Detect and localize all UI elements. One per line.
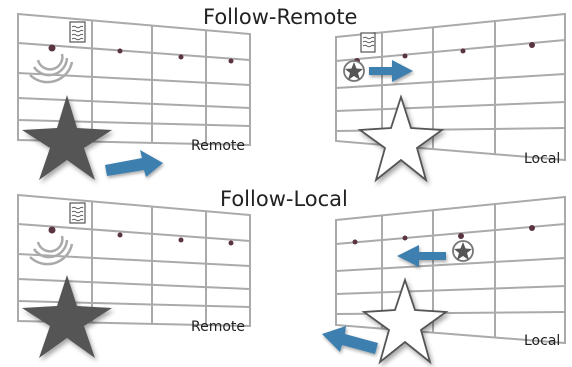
grid-dot	[178, 237, 184, 243]
star-icon	[361, 277, 449, 365]
star-icon	[22, 95, 112, 180]
grid-dot	[529, 225, 535, 231]
remote-panel-bottom	[17, 193, 251, 358]
remote-panel-top	[17, 12, 251, 180]
targeted-star-icon	[452, 240, 474, 262]
remote-label: Remote	[191, 319, 246, 335]
targeted-star-icon	[343, 60, 365, 82]
grid-dot	[402, 53, 408, 59]
grid-dot	[228, 240, 234, 246]
document-icon	[360, 32, 376, 53]
local-panel-bottom	[322, 195, 566, 365]
remote-grid-top	[17, 12, 251, 147]
follow-remote-heading: Follow-Remote	[203, 5, 358, 29]
remote-label: Remote	[191, 138, 246, 154]
grid-dot	[402, 235, 408, 241]
arrow-icon	[397, 245, 446, 267]
star-icon	[22, 275, 112, 358]
document-icon	[69, 202, 86, 224]
local-grid-top	[335, 12, 566, 162]
grid-dot	[178, 54, 184, 60]
grid-dot	[117, 48, 123, 54]
remote-cursor-dot	[48, 226, 56, 234]
local-cursor-dot	[458, 233, 464, 239]
local-label: Local	[524, 333, 561, 349]
document-icon	[69, 21, 86, 43]
remote-cursor-dot	[48, 44, 56, 52]
follow-local-heading: Follow-Local	[220, 187, 348, 211]
grid-dot	[529, 42, 535, 48]
star-icon	[357, 94, 445, 183]
arrow-icon	[322, 326, 378, 354]
local-grid-bottom	[335, 195, 566, 345]
signal-waves-icon	[29, 235, 74, 266]
local-label: Local	[524, 151, 561, 167]
signal-waves-icon	[29, 53, 74, 84]
grid-dot	[117, 232, 123, 238]
arrow-icon	[369, 60, 413, 82]
arrow-icon	[105, 150, 163, 177]
local-panel-top	[335, 12, 566, 183]
grid-dot	[228, 58, 234, 64]
grid-dot	[460, 48, 466, 54]
grid-dot	[352, 239, 358, 245]
